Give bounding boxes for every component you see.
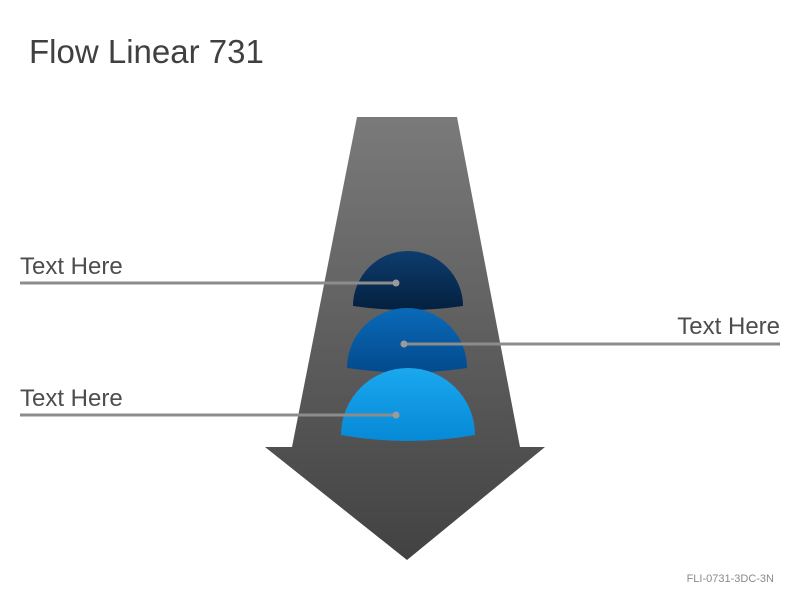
item-label-2: Text Here [677,313,780,340]
slide-title: Flow Linear 731 [29,33,264,70]
leader-dot-1 [392,279,400,287]
dome-2 [347,308,467,373]
leader-dot-3 [392,411,400,419]
footer-code: FLI-0731-3DC-3N [686,573,774,585]
leader-dot-2 [400,340,408,348]
dome-1 [353,251,463,310]
item-label-1: Text Here [20,253,123,280]
item-label-3: Text Here [20,385,123,412]
dome-3 [341,368,475,441]
